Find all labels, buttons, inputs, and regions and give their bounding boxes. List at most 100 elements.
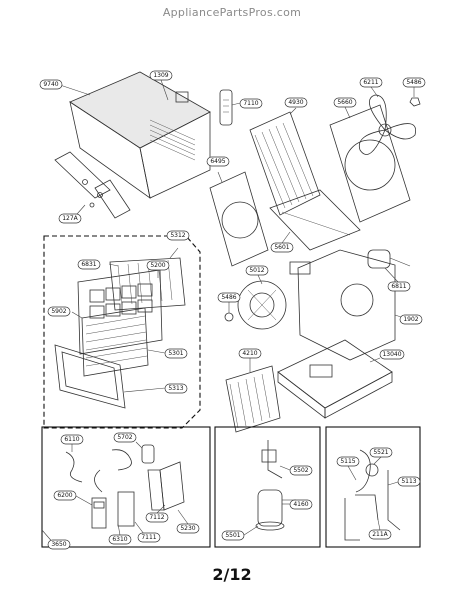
svg-text:5313: 5313 bbox=[168, 385, 183, 392]
blower-wheel-part bbox=[237, 280, 287, 330]
electrical-group-box bbox=[41, 426, 211, 548]
svg-text:4930: 4930 bbox=[288, 99, 303, 106]
callout-211A: 211A bbox=[368, 519, 392, 540]
control-board-part bbox=[91, 491, 135, 529]
suction-pipe-part bbox=[387, 470, 401, 531]
callout-4210: 4210 bbox=[238, 348, 262, 372]
callout-6200: 6200 bbox=[53, 490, 93, 506]
callout-1902: 1902 bbox=[394, 314, 423, 325]
evaporator-coil-part bbox=[225, 365, 281, 433]
callout-5486-mid: 5486 bbox=[217, 292, 241, 313]
svg-text:5902: 5902 bbox=[51, 308, 66, 315]
callout-1309: 1309 bbox=[149, 70, 173, 101]
callout-7112: 7112 bbox=[145, 504, 169, 523]
callout-6811: 6811 bbox=[384, 267, 411, 292]
svg-text:6495: 6495 bbox=[210, 158, 225, 165]
svg-text:5486: 5486 bbox=[221, 294, 236, 301]
orifice-panel-part bbox=[209, 171, 269, 267]
svg-text:5301: 5301 bbox=[168, 350, 183, 357]
callout-7110: 7110 bbox=[231, 98, 263, 109]
callout-6211: 6211 bbox=[359, 77, 383, 98]
svg-text:5113: 5113 bbox=[401, 478, 416, 485]
mounting-rail-part bbox=[54, 151, 131, 219]
inlet-grille-part bbox=[54, 344, 126, 409]
svg-text:5502: 5502 bbox=[293, 467, 308, 474]
svg-text:1309: 1309 bbox=[153, 72, 168, 79]
svg-text:5501: 5501 bbox=[225, 532, 240, 539]
callout-5486-top: 5486 bbox=[402, 77, 426, 97]
power-cord-part bbox=[94, 469, 103, 493]
control-box-part bbox=[147, 461, 185, 511]
fan-blade-part bbox=[358, 94, 417, 155]
cabinet-part bbox=[69, 71, 211, 199]
scroll-housing-part bbox=[289, 249, 396, 361]
svg-text:6110: 6110 bbox=[64, 436, 79, 443]
callout-4930: 4930 bbox=[284, 97, 308, 115]
svg-text:6310: 6310 bbox=[112, 536, 127, 543]
svg-text:4160: 4160 bbox=[293, 501, 308, 508]
callout-5113: 5113 bbox=[387, 476, 421, 487]
svg-text:5521: 5521 bbox=[373, 449, 388, 456]
wheel-nut-part bbox=[224, 312, 234, 322]
svg-text:3650: 3650 bbox=[51, 541, 66, 548]
svg-text:5601: 5601 bbox=[274, 244, 289, 251]
condenser-coil-part bbox=[249, 111, 321, 216]
callout-5702: 5702 bbox=[113, 432, 143, 449]
svg-text:4210: 4210 bbox=[242, 350, 257, 357]
base-pan-part bbox=[277, 339, 393, 419]
svg-text:6811: 6811 bbox=[391, 283, 406, 290]
callout-5601: 5601 bbox=[270, 231, 294, 253]
callout-5313: 5313 bbox=[123, 383, 188, 394]
discharge-pipe-part bbox=[344, 494, 379, 541]
svg-text:211A: 211A bbox=[372, 531, 388, 538]
callout-5301: 5301 bbox=[147, 348, 188, 359]
svg-text:9740: 9740 bbox=[43, 81, 58, 88]
svg-text:7111: 7111 bbox=[141, 534, 156, 541]
fan-motor-part bbox=[367, 249, 411, 269]
svg-text:6211: 6211 bbox=[363, 79, 378, 86]
compressor-group-box bbox=[214, 426, 321, 548]
page-number: 2/12 bbox=[212, 565, 252, 584]
callout-5660: 5660 bbox=[333, 97, 357, 119]
compressor-part bbox=[255, 489, 296, 531]
callout-13040: 13040 bbox=[369, 349, 405, 363]
callout-3650: 3650 bbox=[41, 529, 71, 550]
callout-5501: 5501 bbox=[221, 525, 259, 541]
callout-127A: 127A bbox=[58, 204, 86, 224]
wiring-harness-part bbox=[65, 449, 132, 483]
svg-text:13040: 13040 bbox=[382, 351, 401, 358]
air-filter-part bbox=[81, 307, 149, 377]
svg-text:1902: 1902 bbox=[403, 316, 418, 323]
front-panel-part bbox=[77, 269, 163, 355]
callout-6110: 6110 bbox=[60, 434, 84, 452]
callout-5012: 5012 bbox=[245, 265, 269, 285]
callout-6495: 6495 bbox=[206, 156, 230, 183]
drain-tray-part bbox=[269, 189, 361, 251]
svg-text:5660: 5660 bbox=[337, 99, 352, 106]
callout-6831: 6831 bbox=[77, 259, 119, 270]
capacitor-part bbox=[141, 444, 155, 464]
svg-text:6200: 6200 bbox=[57, 492, 72, 499]
callout-5200: 5200 bbox=[146, 260, 170, 278]
refrigerant-tubing-group-box bbox=[325, 426, 421, 548]
callout-6310: 6310 bbox=[108, 523, 132, 545]
svg-text:5200: 5200 bbox=[150, 262, 165, 269]
callout-5115: 5115 bbox=[336, 456, 360, 481]
callout-5502: 5502 bbox=[279, 465, 313, 476]
callout-5230: 5230 bbox=[176, 509, 200, 534]
svg-text:5702: 5702 bbox=[117, 434, 132, 441]
callout-9740: 9740 bbox=[39, 79, 91, 96]
svg-text:127A: 127A bbox=[62, 215, 78, 222]
svg-text:7110: 7110 bbox=[243, 100, 258, 107]
capillary-tube-part bbox=[355, 449, 379, 493]
callout-5521: 5521 bbox=[369, 447, 393, 465]
svg-text:5012: 5012 bbox=[249, 267, 264, 274]
callout-5312: 5312 bbox=[166, 230, 190, 259]
svg-text:5115: 5115 bbox=[340, 458, 355, 465]
fan-shroud-part bbox=[329, 104, 411, 223]
front-grille-group-box bbox=[43, 235, 201, 429]
callout-4160: 4160 bbox=[282, 499, 313, 510]
site-title: AppliancePartsPros.com bbox=[162, 6, 302, 19]
svg-text:5230: 5230 bbox=[180, 525, 195, 532]
